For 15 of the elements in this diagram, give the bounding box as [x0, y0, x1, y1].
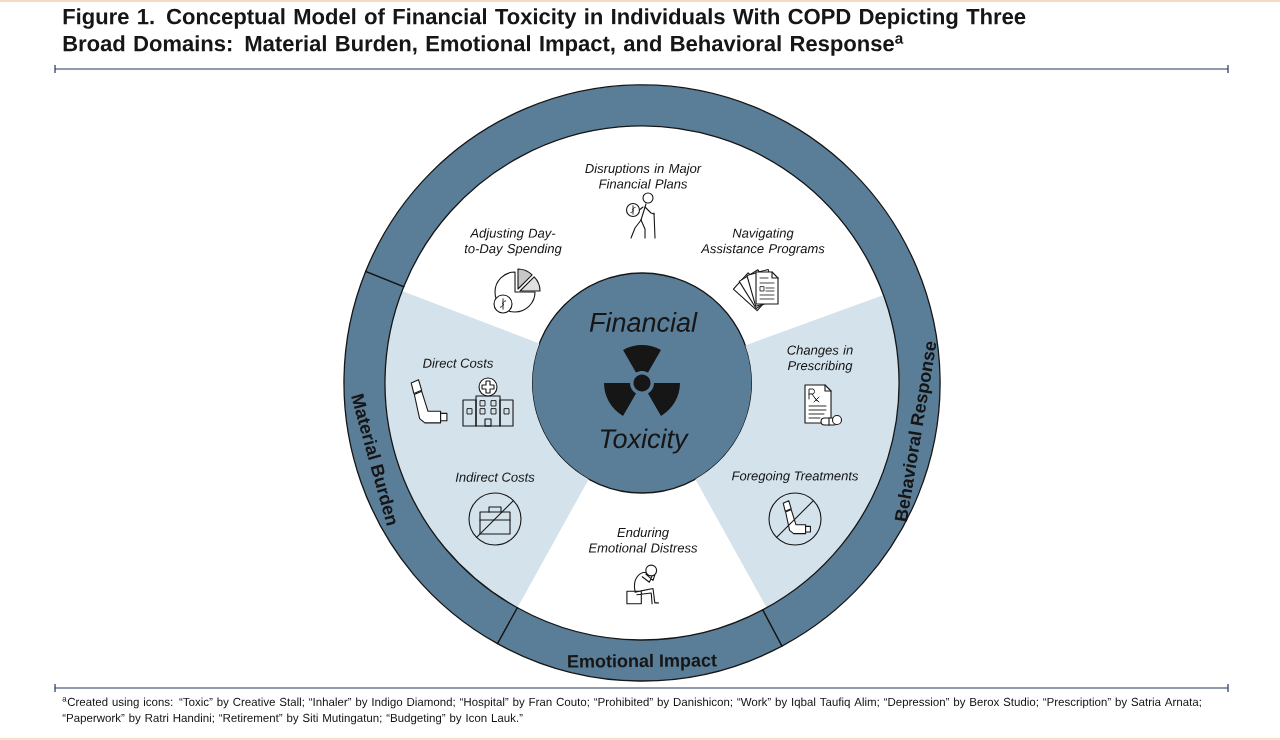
band-label: Material Burden	[351, 393, 396, 526]
title: Figure 1. Conceptual Model of Financial Toxicity in Individuals With COPD Depicting Three Broad Domains: Material Burden, Emotional Impact, and Behavioral Response$^{a}$	[63, 8, 1026, 56]
item-label: Changes in Prescribing	[787, 345, 853, 373]
footnote: $^{a}$Created using icons: “Toxic” by Creative Stall; “Inhaler” by Indigo Diamond; “Hospital” by Fran Couto; “Prohibited” by Danishicon; “Work” by Iqbal Taufiq Alim; “Depression” by Berox Studio; “Prescription” by Satria Arnata; “Paperwork” by Ratri Handini; “Retirement” by Siti Mutingatun; “Budgeting” by Icon Lauk.”	[62, 697, 1201, 725]
item-label: Disruptions in Major Financial Plans	[585, 163, 702, 189]
item-label: Foregoing Treatments	[731, 470, 859, 484]
item-label: Adjusting Day-to-Day Spending	[464, 228, 562, 256]
band-label: Emotional Impact	[568, 653, 717, 671]
center-label: Toxicity	[600, 428, 689, 454]
item-label: Enduring Emotional Distress	[588, 527, 698, 553]
item-label: Direct Costs	[423, 358, 494, 368]
item-label: Navigating Assistance Programs	[700, 228, 825, 256]
center-label: Financial	[589, 312, 698, 332]
item-label: Indirect Costs	[455, 472, 535, 482]
band-label: Behavioral Response	[894, 341, 937, 522]
